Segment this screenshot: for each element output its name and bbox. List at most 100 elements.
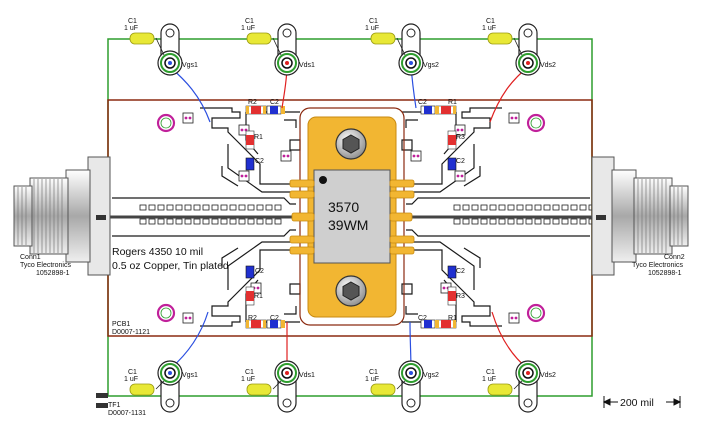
ground-via [148,218,156,225]
trace-outline [221,166,239,187]
ground-via [552,204,560,211]
ic-leads [289,179,415,255]
trace-outline [284,306,297,315]
ground-via [238,218,246,225]
terminal-vgs1: Vgs1 [157,360,198,413]
ic-body [313,169,391,264]
trace-outline [227,241,296,290]
ground-via [184,218,192,225]
ground-via [453,218,461,225]
ground-via [543,204,551,211]
capacitor-value: 1 uF [482,376,496,383]
resistor-label: R1 [448,99,457,106]
ground-via [229,218,237,225]
test-pad [280,150,292,162]
trace-outline [406,229,590,237]
ground-via [166,218,174,225]
trace-outline [405,306,418,315]
pin1-marker [319,176,327,184]
terminal-label: Vds2 [540,372,556,379]
board-note-line2: 0.5 oz Copper, Tin plated [112,260,229,272]
ground-via [139,204,147,211]
trace-outline [284,119,297,128]
scale-bar-label: 200 mil [620,397,654,409]
trace-outline [406,197,590,205]
capacitor-label: C2 [270,315,279,322]
capacitor-ref: C1 [369,369,378,376]
trace-outline [221,247,239,268]
trace-quadrant [401,229,590,327]
ic-package: 3570 39WM [289,107,415,326]
capacitor-c1: C11 uF [241,18,282,56]
terminal-label: Vgs2 [423,62,439,69]
ground-via [543,218,551,225]
ground-via [211,204,219,211]
ground-via [525,204,533,211]
fixture-ref: TF1 [108,402,121,409]
ground-via [175,204,183,211]
ground-via [525,218,533,225]
resistor-r1: R1 [245,130,263,150]
ground-via [516,204,524,211]
trace-outline [405,119,418,128]
capacitor-c2: C2 [266,315,285,329]
resistor-r3: R3 [447,286,465,306]
terminal-label: Vds2 [540,62,556,69]
resistor-r1: R1 [435,315,457,329]
mounting-pad [156,303,176,323]
capacitor-c1: C11 uF [482,369,523,396]
resistor-r1: R1 [245,286,263,306]
pcb-part: D0007-1121 [112,329,150,336]
trace-outline [289,283,301,295]
ground-via [157,218,165,225]
ground-via [202,204,210,211]
capacitor-ref: C1 [128,18,137,25]
test-pad [454,124,466,136]
test-pad [238,124,250,136]
ground-via [570,218,578,225]
resistor-r1: R1 [435,99,457,115]
ground-via [148,204,156,211]
test-pad [182,312,194,324]
capacitor-ref: C1 [486,18,495,25]
terminal-label: Vgs2 [423,372,439,379]
screw-top [335,128,367,160]
conn2-maker: Tyco Electronics [632,262,683,269]
terminal-vds2: Vds2 [515,360,556,413]
ground-via [139,218,147,225]
capacitor-c2: C2 [418,99,439,115]
capacitor-c2: C2 [447,265,465,279]
ground-via [274,218,282,225]
trace-outline [401,283,413,295]
ground-via [220,204,228,211]
capacitor-ref: C1 [369,18,378,25]
trace-outline [406,241,475,290]
test-pad [508,112,520,124]
fixture-part: D0007-1131 [108,410,146,417]
capacitor-label: C2 [418,315,427,322]
mounting-pad [526,113,546,133]
capacitor-label: C2 [456,268,465,275]
ground-via [534,204,542,211]
capacitor-value: 1 uF [124,25,138,32]
resistor-r3: R3 [447,130,465,150]
ground-via [166,204,174,211]
capacitor-c1: C11 uF [124,18,165,56]
capacitor-value: 1 uF [124,376,138,383]
ground-via [561,218,569,225]
trace-outline [406,249,502,327]
ground-via [471,204,479,211]
ground-via [480,218,488,225]
ground-via [489,218,497,225]
resistor-label: R2 [248,99,257,106]
capacitor-c2: C2 [418,315,439,329]
ground-via [462,204,470,211]
ground-via [157,204,165,211]
terminal-vgs2: Vgs2 [398,23,439,76]
trace-outline [463,166,481,187]
resistor-label: R1 [254,134,263,141]
capacitor-label: C2 [255,268,264,275]
terminal-label: Vds1 [299,62,315,69]
capacitor-ref: C1 [486,369,495,376]
